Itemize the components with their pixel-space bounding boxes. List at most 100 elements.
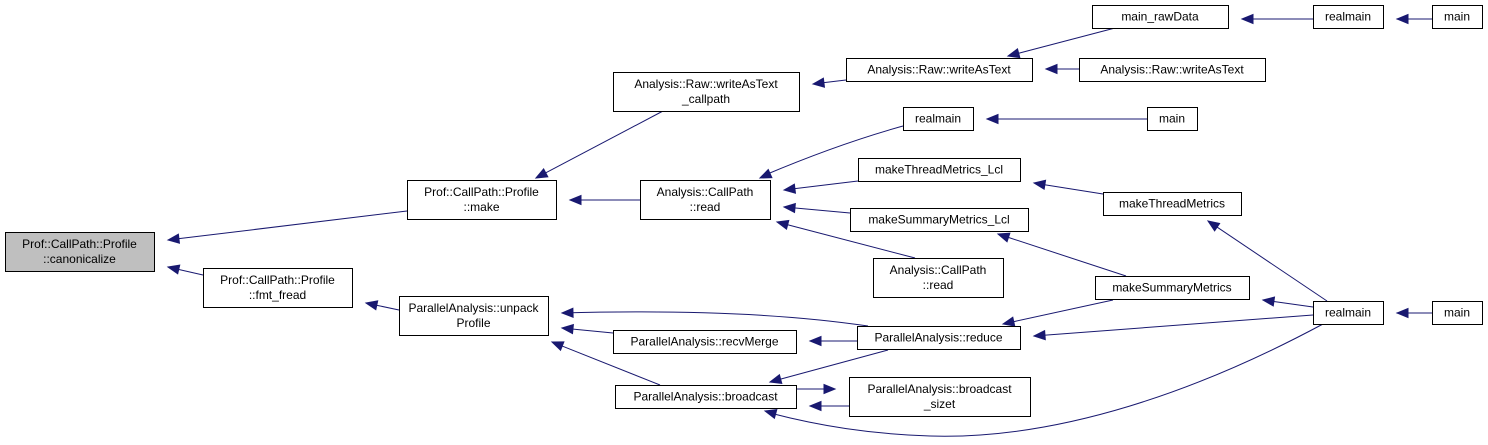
node-realmain-c[interactable]: realmain: [1313, 301, 1384, 325]
node-label: ParallelAnalysis::recvMerge: [630, 335, 778, 349]
node-box[interactable]: [1095, 276, 1250, 300]
node-label: makeThreadMetrics_Lcl: [875, 163, 1003, 177]
node-label: makeSummaryMetrics: [1112, 281, 1231, 295]
node-box[interactable]: [873, 258, 1004, 298]
node-box[interactable]: [1103, 192, 1242, 216]
node-box: [5, 232, 155, 272]
node-broadcast[interactable]: ParallelAnalysis::broadcast: [615, 385, 797, 409]
edge-line: [1007, 236, 1127, 277]
arrowhead-icon: [985, 113, 999, 125]
node-label: realmain: [915, 112, 961, 126]
node-box[interactable]: [857, 326, 1021, 350]
node-writeastext1[interactable]: Analysis::Raw::writeAsText: [846, 58, 1033, 82]
node-label: Analysis::Raw::writeAsText: [1100, 63, 1244, 77]
node-label: ParallelAnalysis::broadcast: [633, 390, 778, 404]
edge-broadcast-to-unpackProfile: [550, 341, 661, 386]
node-label: main_rawData: [1121, 10, 1199, 24]
edges-layer: [166, 13, 1432, 437]
edge-line: [1216, 226, 1328, 302]
edge-realmain_b-to-main_rawData: [1240, 13, 1313, 25]
node-cp-read[interactable]: Analysis::CallPath::read: [640, 180, 771, 220]
node-realmain-b[interactable]: realmain: [1313, 5, 1384, 29]
edge-reduce-to-unpackProfile: [560, 307, 869, 327]
node-label: Prof::CallPath::Profile: [22, 237, 137, 251]
edge-reduce-to-recvMerge: [808, 335, 857, 347]
node-label: _sizet: [923, 397, 956, 411]
node-box[interactable]: [399, 296, 549, 336]
node-make[interactable]: Prof::CallPath::Profile::make: [407, 180, 557, 220]
arrowhead-icon: [768, 373, 783, 385]
node-box[interactable]: [850, 208, 1029, 232]
node-main-a[interactable]: main: [1147, 107, 1198, 131]
edge-line: [177, 210, 408, 240]
edge-line: [1043, 314, 1314, 336]
node-box[interactable]: [1313, 301, 1384, 325]
node-label: realmain: [1325, 306, 1371, 320]
node-broadcast-sizet[interactable]: ParallelAnalysis::broadcast_sizet: [849, 377, 1031, 417]
arrowhead-icon: [1395, 307, 1409, 319]
node-box[interactable]: [1147, 107, 1198, 131]
node-label: ::canonicalize: [43, 252, 116, 266]
node-main-b[interactable]: main: [1432, 5, 1483, 29]
node-box[interactable]: [903, 107, 974, 131]
node-box[interactable]: [858, 158, 1021, 182]
nodes-layer: Prof::CallPath::Profile::canonicalizePro…: [5, 5, 1483, 417]
edge-makeSummaryMetrics-to-makeSummaryMetrics_Lcl: [996, 232, 1127, 277]
edge-main_b-to-realmain_b: [1395, 13, 1432, 25]
arrowhead-icon: [782, 202, 796, 214]
node-main-rawdata[interactable]: main_rawData: [1092, 5, 1229, 29]
edge-line: [1012, 299, 1114, 323]
arrowhead-icon: [560, 323, 574, 335]
edge-makeSummaryMetrics-to-reduce: [1001, 299, 1114, 327]
node-recvmerge[interactable]: ParallelAnalysis::recvMerge: [613, 330, 797, 354]
edge-makeThreadMetrics-to-makeThreadMetrics_Lcl: [1032, 179, 1104, 195]
node-label: ::fmt_fread: [249, 288, 306, 302]
node-box[interactable]: [846, 58, 1033, 82]
node-makethreadmetrics[interactable]: makeThreadMetrics: [1103, 192, 1242, 216]
arrowhead-icon: [1032, 179, 1047, 190]
arrowhead-icon: [1395, 13, 1409, 25]
arrowhead-icon: [808, 335, 822, 347]
arrowhead-icon: [166, 264, 181, 275]
node-box[interactable]: [1092, 5, 1229, 29]
node-realmain-a[interactable]: realmain: [903, 107, 974, 131]
node-writeastext-callpath[interactable]: Analysis::Raw::writeAsText_callpath: [613, 72, 800, 112]
node-label: makeThreadMetrics: [1119, 197, 1225, 211]
node-box[interactable]: [613, 330, 797, 354]
node-makesummarymetrics-lcl[interactable]: makeSummaryMetrics_Lcl: [850, 208, 1029, 232]
node-fmt-fread[interactable]: Prof::CallPath::Profile::fmt_fread: [203, 268, 353, 308]
node-reduce[interactable]: ParallelAnalysis::reduce: [857, 326, 1021, 350]
arrowhead-icon: [763, 408, 778, 420]
edge-line: [822, 79, 847, 84]
edge-line: [793, 180, 859, 190]
edge-recvMerge-to-unpackProfile: [560, 323, 614, 335]
node-label: ParallelAnalysis::unpack: [408, 301, 539, 315]
edge-line: [764, 125, 904, 176]
node-writeastext2[interactable]: Analysis::Raw::writeAsText: [1079, 58, 1266, 82]
node-main-c[interactable]: main: [1432, 301, 1483, 325]
node-box[interactable]: [640, 180, 771, 220]
node-box[interactable]: [1432, 5, 1483, 29]
node-cp-read2[interactable]: Analysis::CallPath::read: [873, 258, 1004, 298]
edge-cp_read-to-make: [568, 194, 640, 206]
node-makesummarymetrics[interactable]: makeSummaryMetrics: [1095, 276, 1250, 300]
edge-line: [561, 345, 661, 386]
node-label: main: [1444, 306, 1470, 320]
node-label: ::read: [923, 278, 954, 292]
edge-realmain_c-to-makeThreadMetrics: [1206, 220, 1328, 302]
node-box[interactable]: [1313, 5, 1384, 29]
edge-realmain_a-to-cp_read: [758, 125, 904, 179]
node-box[interactable]: [1079, 58, 1266, 82]
edge-line: [561, 311, 869, 327]
node-box[interactable]: [203, 268, 353, 308]
node-box[interactable]: [615, 385, 797, 409]
node-makethreadmetrics-lcl[interactable]: makeThreadMetrics_Lcl: [858, 158, 1021, 182]
node-box[interactable]: [849, 377, 1031, 417]
node-box[interactable]: [1432, 301, 1483, 325]
node-box[interactable]: [613, 72, 800, 112]
edge-makeThreadMetrics_Lcl-to-cp_read: [782, 180, 859, 194]
arrowhead-icon: [1006, 48, 1021, 59]
node-box[interactable]: [407, 180, 557, 220]
